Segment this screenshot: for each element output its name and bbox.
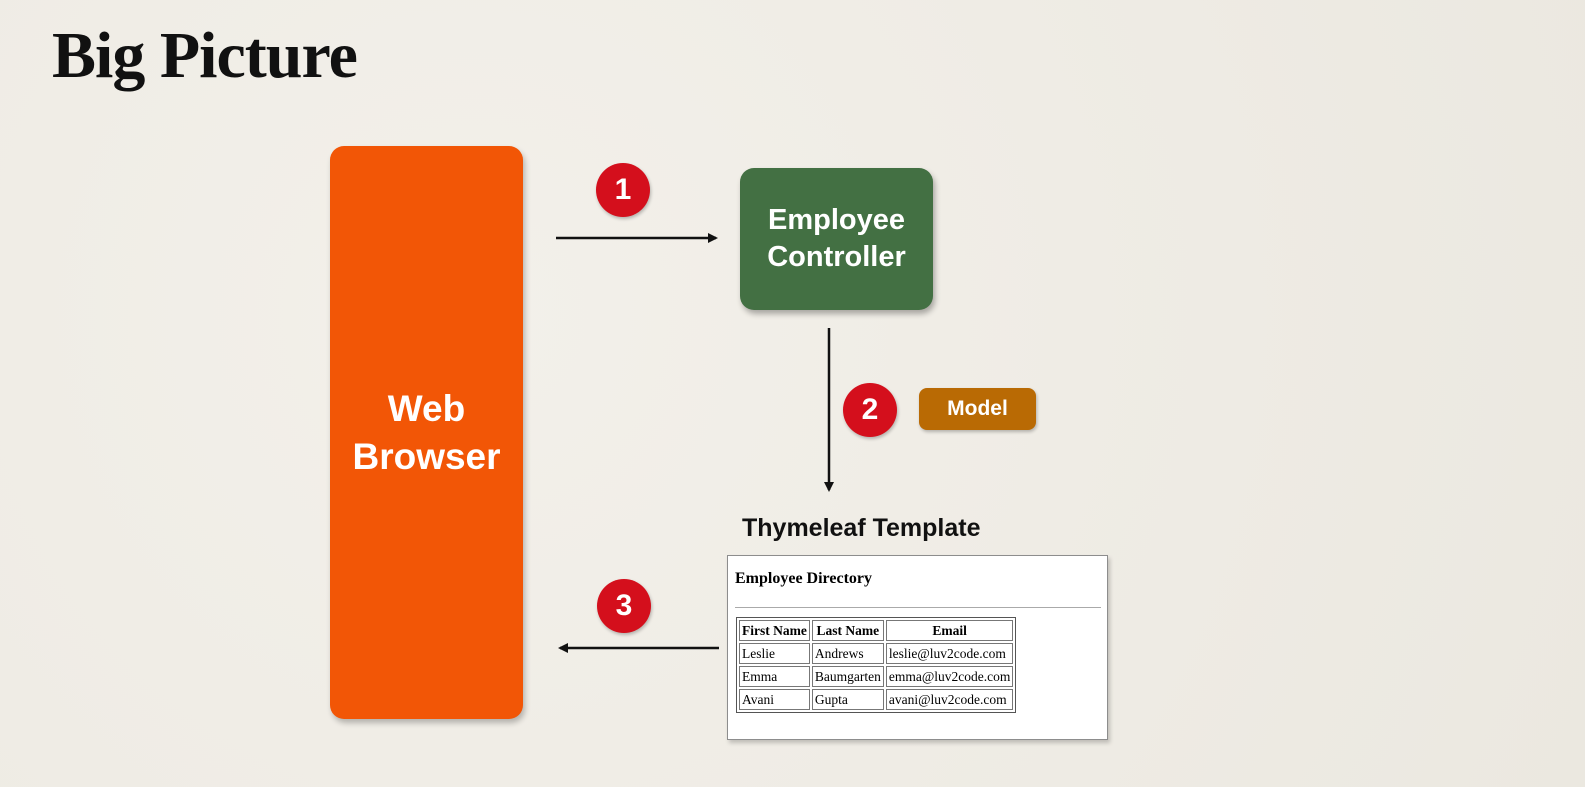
table-cell: avani@luv2code.com: [885, 689, 1014, 710]
table-cell: Leslie: [739, 643, 810, 664]
table-header-row: First Name Last Name Email: [739, 620, 1014, 641]
column-header: Last Name: [811, 620, 884, 641]
table-cell: Emma: [739, 666, 810, 687]
column-header: Email: [885, 620, 1014, 641]
employee-table: First Name Last Name Email Leslie Andrew…: [736, 617, 1017, 713]
step-2-badge: 2: [843, 383, 897, 437]
table-row: Avani Gupta avani@luv2code.com: [739, 689, 1014, 710]
model-tag: Model: [919, 388, 1036, 430]
employee-directory-heading: Employee Directory: [735, 570, 872, 587]
slide-title: Big Picture: [52, 19, 358, 92]
step-1-badge: 1: [596, 163, 650, 217]
divider: [735, 607, 1101, 608]
web-browser-node: Web Browser: [330, 146, 523, 719]
web-browser-label: Web Browser: [352, 387, 501, 477]
employee-controller-node: Employee Controller: [740, 168, 933, 310]
column-header: First Name: [739, 620, 810, 641]
table-row: Leslie Andrews leslie@luv2code.com: [739, 643, 1014, 664]
table-cell: Andrews: [811, 643, 884, 664]
table-cell: Gupta: [811, 689, 884, 710]
table-cell: Avani: [739, 689, 810, 710]
table-cell: Baumgarten: [811, 666, 884, 687]
table-cell: emma@luv2code.com: [885, 666, 1014, 687]
table-row: Emma Baumgarten emma@luv2code.com: [739, 666, 1014, 687]
employee-controller-label: Employee Controller: [767, 204, 906, 273]
thymeleaf-template-preview: Employee Directory First Name Last Name …: [727, 555, 1108, 740]
step-3-badge: 3: [597, 579, 651, 633]
table-cell: leslie@luv2code.com: [885, 643, 1014, 664]
thymeleaf-template-label: Thymeleaf Template: [742, 514, 981, 542]
